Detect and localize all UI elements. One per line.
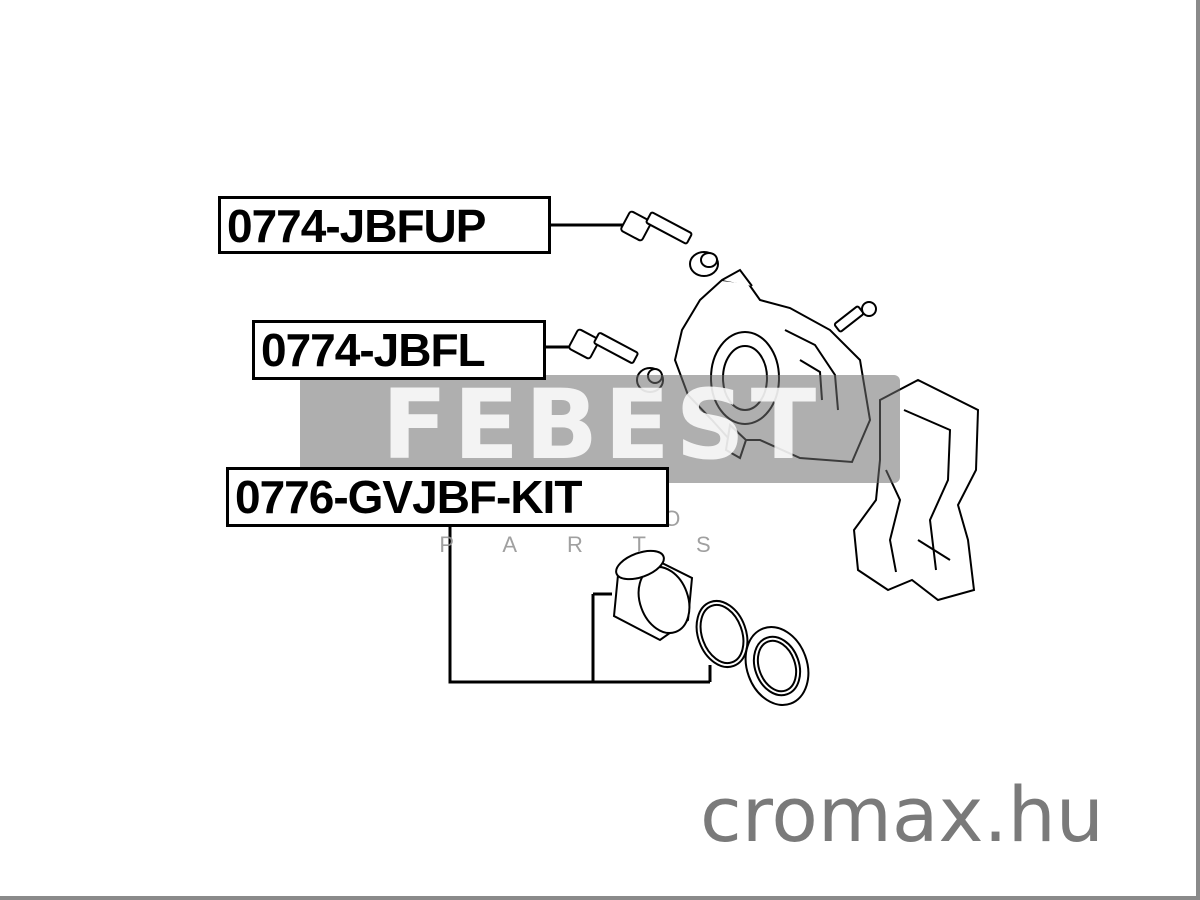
- lower-guide-bolt: [568, 328, 639, 364]
- watermark-banner: [300, 375, 900, 483]
- bleed-screw: [833, 301, 877, 333]
- dust-boot: [744, 626, 810, 706]
- watermark-logo: FEBEST: [381, 369, 823, 481]
- leader-line-kit: [448, 527, 710, 684]
- part-label-repair-kit: 0776-GVJBF-KIT: [226, 467, 669, 527]
- part-label-lower-bolt: 0774-JBFL: [252, 320, 546, 380]
- site-watermark: cromax.hu: [700, 770, 1104, 859]
- piston-seal: [695, 600, 749, 668]
- upper-guide-bolt: [620, 210, 693, 245]
- upper-bolt-boot: [689, 251, 719, 277]
- part-label-upper-bolt: 0774-JBFUP: [218, 196, 551, 254]
- leader-lines: [448, 223, 712, 684]
- caliper-piston: [612, 549, 694, 642]
